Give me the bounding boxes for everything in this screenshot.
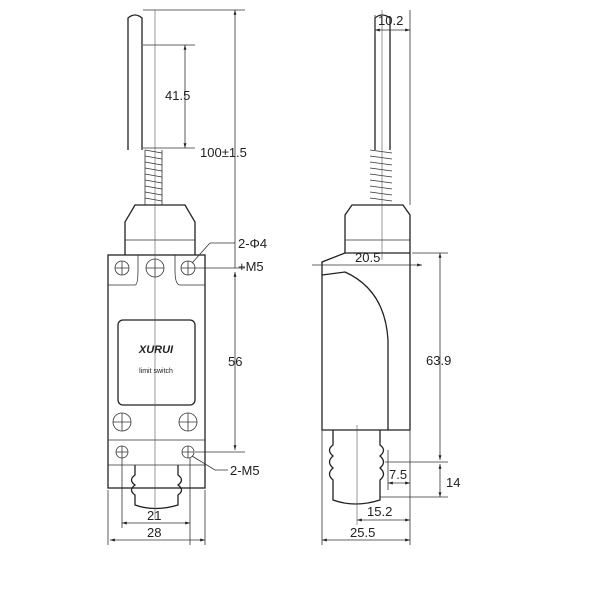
product-label: limit switch <box>139 368 173 375</box>
dim-hole-spacing: 21 <box>147 508 161 523</box>
label-plate <box>117 319 196 406</box>
dim-rod-width: 10.2 <box>378 13 403 28</box>
dim-body-height: 56 <box>228 354 242 369</box>
front-body <box>107 254 206 489</box>
dim-head-width: 20.5 <box>355 250 380 265</box>
dim-thread-top: +M5 <box>238 259 264 274</box>
side-view: 10.2 20.5 63.9 14 7.5 15.2 25.5 <box>312 10 460 545</box>
side-cap <box>344 204 411 253</box>
dim-total-height: 100±1.5 <box>200 145 247 160</box>
side-body <box>321 252 389 431</box>
dim-plunger-height: 14 <box>446 475 460 490</box>
dim-7-5: 7.5 <box>389 467 407 482</box>
dim-holes-bottom: 2-M5 <box>230 463 260 478</box>
dim-depth: 25.5 <box>350 525 375 540</box>
brand-label: XURUI <box>138 344 174 356</box>
front-view: XURUI limit switch 41.5 100±1.5 56 2-Φ4 … <box>107 9 267 545</box>
front-spring <box>144 149 163 205</box>
front-plunger <box>130 465 183 510</box>
dim-width: 28 <box>147 525 161 540</box>
dim-rod-length: 41.5 <box>165 88 190 103</box>
side-spring <box>369 149 393 202</box>
dim-63-9: 63.9 <box>426 353 451 368</box>
front-rod <box>127 14 143 150</box>
side-rod <box>374 14 391 150</box>
dim-holes-top: 2-Φ4 <box>238 236 267 251</box>
front-cap <box>124 204 196 255</box>
dim-15-2: 15.2 <box>367 504 392 519</box>
side-plunger <box>328 430 385 505</box>
